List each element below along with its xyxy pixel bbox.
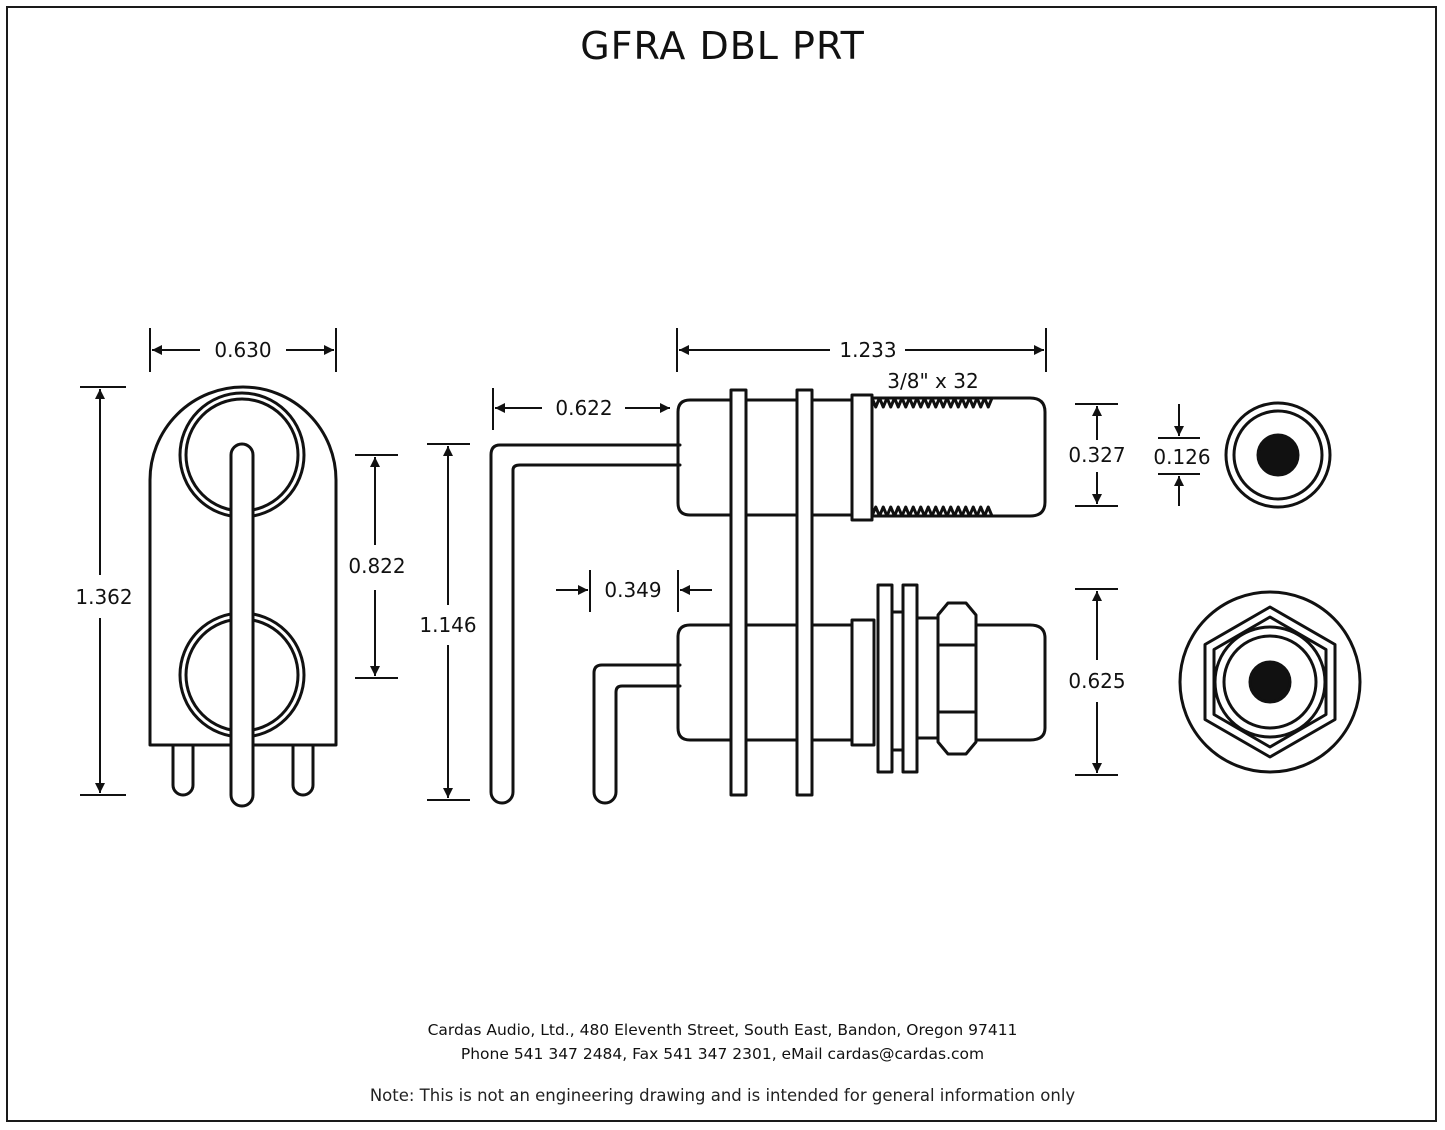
end-views: [1178, 401, 1362, 774]
upper-end-inner: [1232, 409, 1324, 501]
panel-washer-1: [876, 583, 894, 774]
lower-collar: [850, 618, 876, 747]
lower-end-center-pin: [1248, 660, 1292, 704]
lower-end-hex-inner: [1212, 615, 1328, 749]
dimension-lines: [80, 328, 1200, 801]
upper-collar: [850, 393, 874, 522]
dim-height-total: 1.362: [75, 585, 132, 609]
lower-rear-body: [676, 623, 854, 742]
lower-end-ring-1: [1213, 625, 1327, 739]
upper-end-center-pin: [1256, 433, 1300, 477]
dim-thread: 3/8" x 32: [887, 369, 978, 393]
mounting-plate-right: [795, 388, 814, 797]
panel-washer-2: [901, 583, 919, 774]
dim-hex-size: 0.625: [1068, 669, 1125, 693]
upper-bent-pin: [489, 443, 682, 805]
lower-end-outer: [1178, 590, 1362, 774]
footer-address: Cardas Audio, Ltd., 480 Eleventh Street,…: [427, 1021, 1018, 1039]
disclaimer-note: Note: This is not an engineering drawing…: [369, 1086, 1076, 1105]
lower-end-hex-outer: [1203, 605, 1337, 759]
front-view: [148, 385, 338, 808]
upper-thread-top: [870, 396, 994, 409]
upper-rear-body: [676, 398, 854, 517]
side-view: [489, 388, 1047, 805]
footer-contact: Phone 541 347 2484, Fax 541 347 2301, eM…: [460, 1045, 985, 1063]
lower-bent-pin: [592, 663, 682, 805]
lower-barrel: [974, 623, 1047, 742]
upper-barrel: [870, 396, 1047, 518]
dim-center-pin: 0.126: [1153, 445, 1210, 469]
front-right-pin: [291, 743, 315, 797]
dim-jack-spacing: 0.822: [348, 554, 405, 578]
dim-body-length: 1.233: [839, 338, 896, 362]
front-housing: [148, 385, 338, 747]
dim-barrel-dia: 0.327: [1068, 443, 1125, 467]
dim-pin-height: 1.146: [419, 613, 476, 637]
front-left-pin: [171, 743, 195, 797]
lower-end-ring-2: [1222, 634, 1318, 730]
hex-nut-side: [936, 601, 978, 756]
dim-width-front: 0.630: [214, 338, 271, 362]
drawing-title: GFRA DBL PRT: [580, 24, 865, 68]
washer-gap: [890, 610, 905, 752]
dim-pin-offset: 0.622: [555, 396, 612, 420]
front-center-strip: [229, 442, 255, 808]
dim-panel-gap: 0.349: [604, 578, 661, 602]
mounting-plate-left: [729, 388, 748, 797]
upper-end-outer: [1224, 401, 1332, 509]
lower-thread-section: [915, 616, 940, 740]
upper-thread-bottom: [870, 505, 994, 518]
drawing-frame: [6, 6, 1437, 1122]
